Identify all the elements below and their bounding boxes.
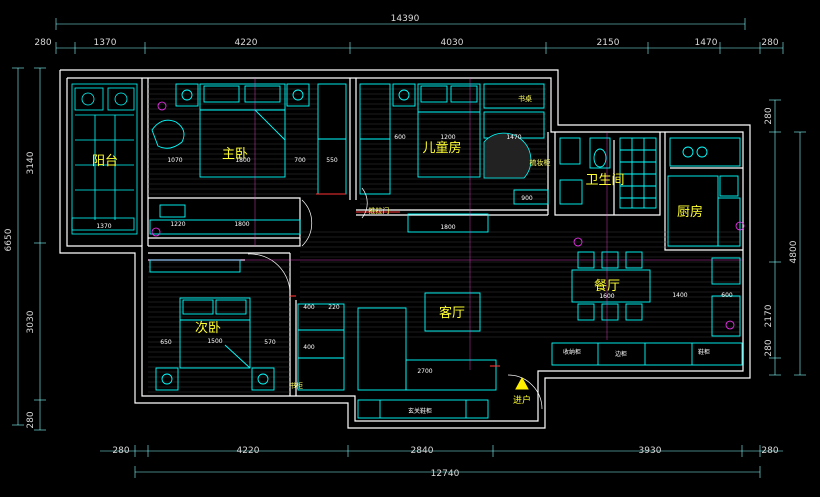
room-label-kitchen: 厨房 xyxy=(677,204,703,220)
dining-side-dim: 1400 xyxy=(672,292,687,299)
kitchen-accent xyxy=(735,221,745,231)
kids-wardrobe-dim: 600 xyxy=(394,134,406,141)
dim-top-total: 14390 xyxy=(391,14,420,24)
dim-top-6: 1470 xyxy=(695,38,718,48)
kids-rug xyxy=(483,132,532,179)
room-label-living: 客厅 xyxy=(439,305,465,321)
dim-bottom-1: 280 xyxy=(112,446,129,456)
walls xyxy=(59,69,751,429)
master-wardrobe-dim: 550 xyxy=(326,157,338,164)
dim-top-4: 4030 xyxy=(441,38,464,48)
entry-cabinet-label: 玄关鞋柜 xyxy=(408,407,432,415)
room-label-second-bedroom: 次卧 xyxy=(195,320,221,336)
master-bed-width-dim: 1070 xyxy=(167,157,182,164)
dining-shoe-label: 鞋柜 xyxy=(698,348,710,356)
master-wardrobe2-dim: 1800 xyxy=(234,221,249,228)
master-bed-dim: 1800 xyxy=(235,157,250,164)
dim-right-3: 280 xyxy=(764,339,774,356)
second-bed-dim: 1500 xyxy=(207,338,222,345)
dimension-lines xyxy=(12,18,806,478)
dim-right-2: 2170 xyxy=(764,304,774,327)
master-side-dim: 700 xyxy=(294,157,306,164)
kids-desk-dim: 1470 xyxy=(506,134,521,141)
dim-left-1: 3140 xyxy=(26,151,36,174)
living-sofa-dim: 2700 xyxy=(417,368,432,375)
dim-top-5: 2150 xyxy=(597,38,620,48)
room-label-entry: 进户 xyxy=(513,394,531,406)
room-label-bathroom: 卫生间 xyxy=(585,173,624,188)
master-bedroom-furniture xyxy=(149,83,347,235)
second-side-left-dim: 650 xyxy=(160,339,172,346)
axis-lines xyxy=(148,78,743,370)
room-label-master-bedroom: 主卧 xyxy=(222,147,248,162)
dim-left-3: 280 xyxy=(26,411,36,428)
dining-storage-label: 收纳柜 xyxy=(563,348,581,356)
dining-accent xyxy=(573,237,583,247)
balcony-area xyxy=(71,83,138,235)
dim-left-total: 6650 xyxy=(4,228,14,251)
second-desk-dim: 400 xyxy=(303,304,315,311)
kids-chair-dim: 900 xyxy=(521,195,533,202)
kitchen-fixtures xyxy=(667,137,741,247)
living-furniture xyxy=(357,213,497,419)
dim-bottom-4: 3930 xyxy=(639,446,662,456)
dim-right-1: 280 xyxy=(764,107,774,124)
dim-bottom-3: 2840 xyxy=(411,446,434,456)
kids-bed-dim: 1200 xyxy=(440,134,455,141)
second-bookshelf-label: 书柜 xyxy=(289,381,303,390)
dim-bottom-2: 4220 xyxy=(237,446,260,456)
second-bedroom-furniture xyxy=(149,259,345,391)
kids-desk-label: 书桌 xyxy=(518,94,532,103)
entry-arrow-icon xyxy=(515,376,529,390)
kids-room-furniture xyxy=(359,83,549,205)
balcony-counter-dim: 1370 xyxy=(96,223,111,230)
dim-top-1: 280 xyxy=(34,38,51,48)
dim-top-3: 4220 xyxy=(235,38,258,48)
sliding-door-label: 推拉门 xyxy=(369,206,390,215)
doors xyxy=(290,193,500,367)
dim-top-7: 280 xyxy=(761,38,778,48)
room-label-balcony: 阳台 xyxy=(92,154,118,169)
bathroom-fixtures xyxy=(559,137,657,209)
dim-top-2: 1370 xyxy=(94,38,117,48)
door-swings xyxy=(247,187,543,410)
dim-bottom-total: 12740 xyxy=(431,469,460,479)
living-tv-dim: 1800 xyxy=(440,224,455,231)
second-desk-dim3: 400 xyxy=(303,344,315,351)
dining-furniture xyxy=(551,251,743,366)
dining-accent-2 xyxy=(725,320,735,330)
kids-vanity-label: 梳妆柜 xyxy=(530,158,551,167)
master-accent-points xyxy=(151,101,167,237)
room-label-kids-room: 儿童房 xyxy=(422,140,461,156)
floor-hatching xyxy=(148,83,740,393)
dining-side-table-label: 边柜 xyxy=(615,350,627,358)
second-desk-dim2: 220 xyxy=(328,304,340,311)
dim-right-total: 4800 xyxy=(789,240,799,263)
dining-right-dim: 600 xyxy=(721,292,733,299)
second-side-right-dim: 570 xyxy=(264,339,276,346)
corridor-cabinet-dim: 1220 xyxy=(170,221,185,228)
dim-bottom-5: 280 xyxy=(761,446,778,456)
dim-left-2: 3030 xyxy=(26,310,36,333)
